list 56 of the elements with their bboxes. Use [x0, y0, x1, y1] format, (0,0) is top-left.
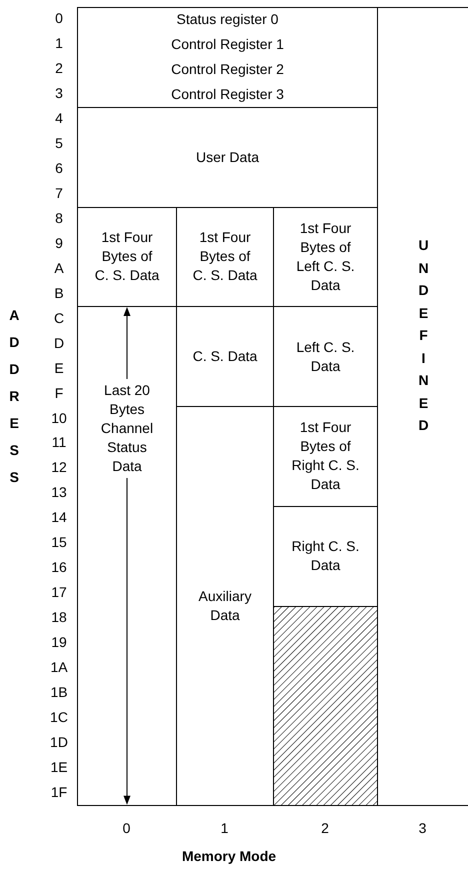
- address-label: 1E: [49, 758, 69, 775]
- address-label: 19: [50, 634, 68, 650]
- block-label: Left C. S. Data: [295, 338, 356, 376]
- address-label: 13: [50, 484, 68, 500]
- block-label: 1st Four Bytes of Right C. S. Data: [290, 418, 360, 494]
- block-label: 1st Four Bytes of C. S. Data: [192, 228, 258, 286]
- address-label: 1D: [49, 734, 69, 750]
- block-label: User Data: [196, 148, 260, 167]
- address-label: 12: [50, 459, 68, 476]
- block-label: Control Register 3: [171, 85, 284, 104]
- address-label: 14: [50, 509, 68, 526]
- address-label: 1A: [49, 658, 69, 675]
- block-label: C. S. Data: [192, 347, 258, 366]
- address-label: 16: [50, 559, 68, 576]
- address-label: 15: [50, 534, 68, 550]
- address-label: 11: [50, 434, 68, 450]
- address-label: F: [54, 384, 64, 401]
- address-label: 1C: [49, 708, 69, 725]
- hatched-box: [273, 606, 378, 806]
- address-label: C: [52, 310, 66, 326]
- address-label: 2: [54, 60, 64, 76]
- address-label: 9: [54, 234, 64, 251]
- address-label: 8: [54, 210, 64, 226]
- address-label: D: [52, 334, 66, 351]
- block-label: 1st Four Bytes of C. S. Data: [94, 228, 160, 286]
- block-label: Auxiliary Data: [198, 587, 252, 626]
- address-label: 7: [54, 185, 64, 202]
- region-label: UNDEFINED: [418, 236, 429, 436]
- address-label: 5: [54, 135, 64, 152]
- address-label: 10: [50, 410, 68, 426]
- address-label: E: [53, 360, 65, 376]
- address-label: A: [53, 260, 65, 276]
- address-label: 3: [54, 85, 64, 102]
- address-label: 0: [54, 10, 64, 26]
- address-label: 4: [54, 110, 64, 126]
- mode-label: 2: [320, 820, 330, 836]
- mode-label: 0: [122, 820, 132, 836]
- address-label: 17: [50, 584, 68, 600]
- axis-title: ADDRESS: [9, 306, 20, 487]
- address-label: 1F: [50, 784, 68, 800]
- block-label: 1st Four Bytes of Left C. S. Data: [295, 218, 356, 295]
- block-label: Status register 0: [176, 10, 278, 30]
- address-label: 1: [54, 35, 64, 52]
- axis-title: Memory Mode: [180, 848, 278, 864]
- undefined-region: [377, 7, 468, 806]
- mode-label: 1: [220, 820, 230, 836]
- block-label: Control Register 2: [171, 60, 284, 80]
- memory-block: [77, 306, 177, 806]
- address-label: 6: [54, 160, 64, 176]
- address-label: 18: [50, 609, 68, 626]
- block-label: Control Register 1: [171, 35, 284, 54]
- block-label: Right C. S. Data: [290, 537, 360, 576]
- register-box: [77, 7, 378, 108]
- address-label: 1B: [49, 684, 69, 700]
- mode-label: 3: [418, 820, 428, 836]
- address-label: B: [53, 284, 65, 301]
